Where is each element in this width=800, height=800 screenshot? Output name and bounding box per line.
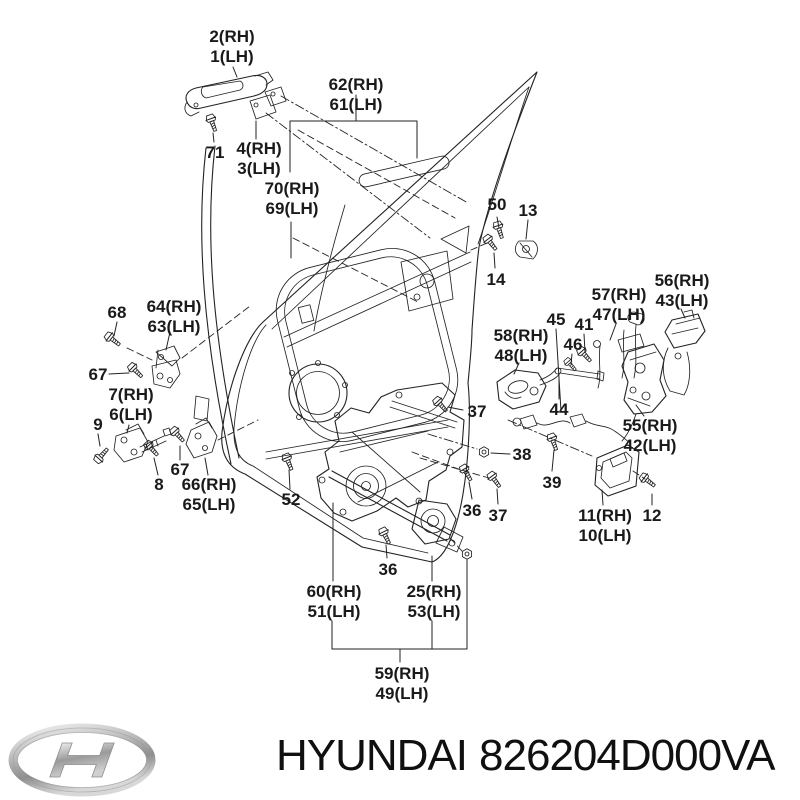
callout-57-47: 57(RH)47(LH) (591, 285, 647, 324)
bolt-67b-icon (167, 424, 188, 446)
callout-11-10: 11(RH)10(LH) (578, 506, 632, 545)
bolt-9-icon (91, 444, 112, 466)
callout-44: 44 (549, 400, 569, 419)
callout-38: 38 (512, 445, 532, 464)
wiring-harness-part (512, 413, 631, 444)
callout-59-49: 59(RH)49(LH) (374, 664, 430, 703)
screw-50-icon (491, 219, 508, 241)
callout-55-42: 55(RH)42(LH) (622, 416, 678, 455)
callout-36: 36 (462, 501, 482, 520)
screw-71-icon (204, 112, 221, 134)
nut-25-icon (461, 548, 473, 560)
door-outer-skin-edge (193, 145, 240, 465)
callout-62-61: 62(RH)61(LH) (328, 75, 384, 114)
callout-56-43: 56(RH)43(LH) (654, 271, 710, 310)
hyundai-h-mark (49, 742, 115, 778)
label-bracket-59-49 (331, 559, 468, 663)
bolt-8-icon (141, 438, 162, 460)
callout-4-3: 4(RH)3(LH) (236, 139, 282, 178)
callout-2-1: 2(RH)1(LH) (209, 27, 255, 66)
lower-hinge-part (113, 423, 172, 463)
screw-37-icon (430, 394, 451, 416)
leader-lines (97, 66, 686, 582)
label-bracket-62-61 (289, 94, 418, 173)
screw-12-icon (637, 470, 659, 491)
lock-actuator-part (662, 309, 706, 396)
striker-part (514, 240, 538, 260)
callout-9: 9 (93, 415, 103, 434)
callout-8: 8 (154, 475, 164, 494)
callout-25-53: 25(RH)53(LH) (406, 582, 462, 621)
door-latch-part (621, 343, 667, 442)
callout-37b: 37 (488, 506, 508, 525)
callout-36b: 36 (378, 560, 398, 579)
hyundai-logo (8, 723, 156, 797)
inside-handle-base-part (496, 369, 547, 410)
handle-base-part (249, 86, 287, 120)
callout-60-51: 60(RH)51(LH) (306, 582, 362, 621)
lock-rods-part (593, 311, 645, 389)
callout-70-69: 70(RH)69(LH) (264, 179, 320, 218)
callout-71: 71 (205, 143, 225, 162)
callout-64-63: 64(RH)63(LH) (146, 297, 202, 336)
part-number: 826204D000VA (479, 731, 775, 780)
callout-45: 45 (546, 310, 566, 329)
callout-52: 52 (281, 490, 301, 509)
callout-50: 50 (487, 195, 507, 214)
bolt-68-icon (102, 329, 124, 350)
callout-67: 67 (88, 365, 108, 384)
dashed-reference-lines (126, 95, 646, 552)
callout-58-48: 58(RH)48(LH) (493, 326, 549, 365)
window-regulator-part (316, 382, 465, 542)
callout-67b: 67 (170, 460, 190, 479)
upper-hinge-part (151, 345, 181, 389)
brand-name: HYUNDAI (276, 731, 468, 780)
door-lock-rod-part (539, 367, 605, 386)
callout-41: 41 (574, 315, 594, 334)
bolt-67-icon (125, 360, 146, 381)
callout-46: 46 (563, 335, 583, 354)
callout-13: 13 (518, 201, 538, 220)
callout-7-6: 7(RH)6(LH) (108, 385, 154, 424)
callout-14: 14 (486, 270, 506, 289)
callout-39: 39 (542, 473, 562, 492)
outer-handle-part (184, 71, 274, 117)
callout-37: 37 (467, 402, 487, 421)
callout-68: 68 (107, 303, 127, 322)
lower-hinge-body-part (185, 417, 218, 459)
screw-37b-icon (484, 469, 505, 491)
nut-38-icon (478, 446, 490, 458)
inside-handle-bezel-part (594, 444, 640, 497)
callout-66-65: 66(RH)65(LH) (181, 475, 237, 514)
callout-12: 12 (642, 506, 662, 525)
screw-14-icon (480, 232, 501, 254)
